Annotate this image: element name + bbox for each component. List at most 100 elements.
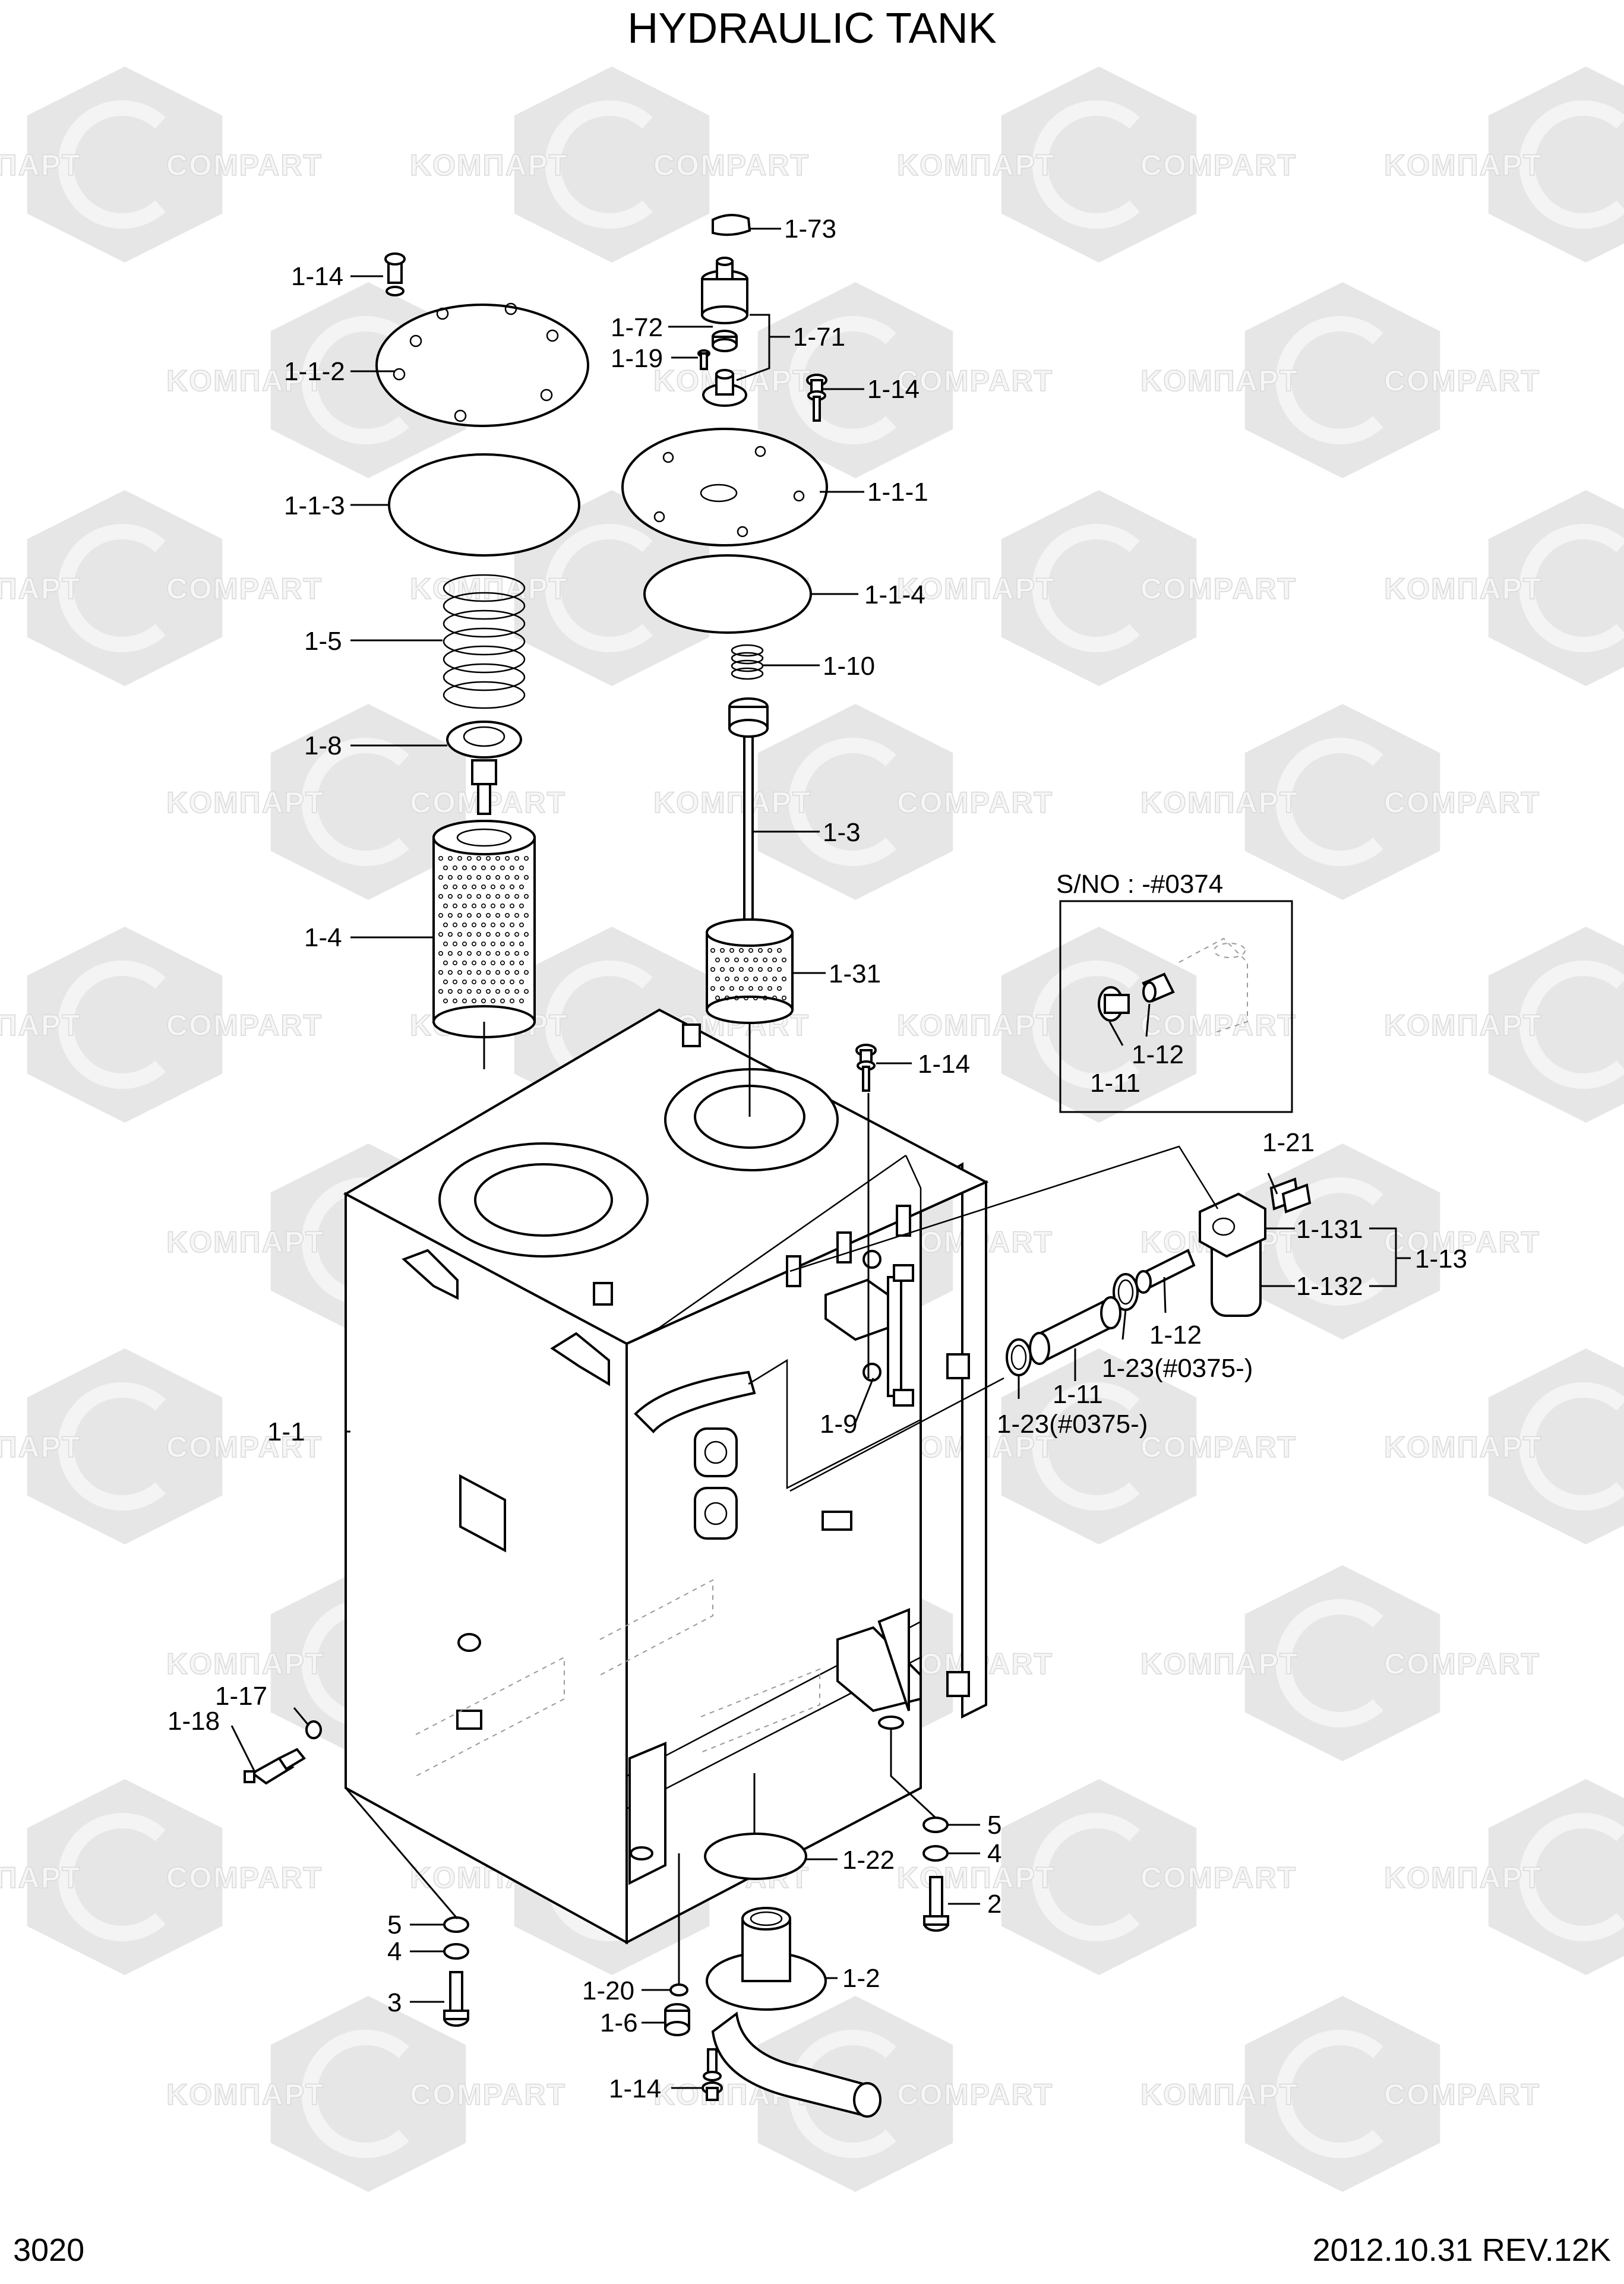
svg-text:KOMПAPT: KOMПAPT (1140, 786, 1299, 819)
bolt-1-14-bottom (702, 2048, 723, 2101)
bolt-1-14-top-left (384, 252, 406, 296)
svg-text:COMPART: COMPART (166, 149, 323, 182)
callout-1-10: 1-10 (823, 652, 875, 681)
cover-1-1-2 (375, 302, 589, 427)
o-ring-1-1-3 (388, 453, 580, 557)
svg-text:COMPART: COMPART (1140, 572, 1297, 605)
svg-text:COMPART: COMPART (1140, 149, 1297, 182)
callout-4-left: 4 (387, 1937, 402, 1966)
callout-2: 2 (987, 1890, 1001, 1919)
callout-1-1-3: 1-1-3 (284, 491, 345, 520)
svg-text:KOMПAPT: KOMПAPT (1140, 1647, 1299, 1680)
o-ring-1-20 (669, 1983, 688, 1996)
svg-text:KOMПAPT: KOMПAPT (166, 1225, 325, 1259)
callout-1-2: 1-2 (842, 1964, 880, 1993)
svg-text:KOMПAPT: KOMПAPT (1140, 364, 1299, 397)
hose-1-11 (1029, 1296, 1121, 1365)
adapter-1-72 (712, 330, 738, 352)
svg-text:COMPART: COMPART (897, 364, 1053, 397)
callout-4-right: 4 (987, 1839, 1001, 1868)
callout-1-132: 1-132 (1296, 1272, 1363, 1301)
callout-1-4: 1-4 (304, 923, 342, 952)
svg-text:KOMПAPT: KOMПAPT (166, 786, 325, 819)
callout-1-12-a: 1-12 (1132, 1040, 1184, 1069)
svg-text:COMPART: COMPART (1140, 1009, 1297, 1042)
washer-4-right (922, 1845, 949, 1862)
callout-5-right: 5 (987, 1811, 1001, 1840)
callout-1-131: 1-131 (1296, 1215, 1363, 1244)
bypass-valve-1-8 (446, 721, 522, 815)
washer-4-left (443, 1943, 469, 1960)
callout-1-19: 1-19 (611, 344, 663, 373)
inset-hose-clamp (1098, 986, 1130, 1022)
connector-1-21 (1269, 1177, 1312, 1214)
callout-1-71: 1-71 (793, 323, 845, 352)
sensor-1-18 (244, 1748, 306, 1785)
svg-text:COMPART: COMPART (166, 1009, 323, 1042)
svg-text:COMPART: COMPART (1384, 786, 1540, 819)
callout-1-13: 1-13 (1415, 1244, 1467, 1274)
svg-text:COMPART: COMPART (1384, 364, 1540, 397)
breather-base (702, 369, 747, 407)
svg-text:COMPART: COMPART (410, 2078, 566, 2111)
leader-lines (230, 228, 1411, 2089)
o-ring-1-22 (704, 1833, 807, 1880)
cover-1-1-1 (621, 428, 828, 546)
svg-text:KOMПAPT: KOMПAPT (1384, 149, 1543, 182)
callout-1-6: 1-6 (600, 2008, 638, 2037)
callout-1-14-b: 1-14 (867, 375, 920, 404)
bolt-3 (443, 1971, 469, 2027)
tank-body-1-1 (343, 1008, 989, 1945)
callout-1-23-b: 1-23(#0375-) (997, 1410, 1148, 1439)
svg-text:KOMПAPT: KOMПAPT (653, 786, 812, 819)
o-ring-1-1-4 (643, 554, 812, 634)
svg-text:COMPART: COMPART (897, 786, 1053, 819)
callout-1-1-4: 1-1-4 (864, 580, 925, 609)
svg-text:KOMПAPT: KOMПAPT (166, 364, 325, 397)
bolt-1-14-gauge (855, 1044, 877, 1092)
callout-1-12-b: 1-12 (1149, 1321, 1202, 1350)
inset-sno-0374 (1059, 900, 1293, 1113)
connector-1-12 (1135, 1249, 1196, 1294)
date-revision: 2012.10.31 REV.12K (1313, 2232, 1611, 2268)
svg-text:KOMПAPT: KOMПAPT (1384, 1009, 1543, 1042)
callout-1-11-a: 1-11 (1090, 1069, 1140, 1098)
spring-1-10 (731, 644, 764, 680)
svg-text:KOMПAPT: KOMПAPT (0, 1430, 81, 1464)
callout-1-8: 1-8 (304, 731, 342, 760)
callout-1-31: 1-31 (829, 959, 881, 988)
svg-text:COMPART: COMPART (1140, 1430, 1297, 1464)
return-filter-1-4 (432, 820, 536, 1038)
callout-1-9: 1-9 (820, 1410, 858, 1439)
level-gauge-1-9 (824, 1250, 914, 1407)
svg-text:KOMПAPT: KOMПAPT (0, 149, 81, 182)
callout-1-14: 1-14 (291, 262, 343, 291)
svg-text:KOMПAPT: KOMПAPT (1140, 2078, 1299, 2111)
clamp-1-23-left (1006, 1338, 1032, 1376)
callout-1-11-b: 1-11 (1053, 1380, 1103, 1409)
callout-1-1-2: 1-1-2 (284, 357, 345, 386)
inset-title: S/NO : -#0374 (1056, 870, 1223, 899)
suction-strainer-1-31 (706, 918, 794, 1024)
svg-text:KOMПAPT: KOMПAPT (1384, 1430, 1543, 1464)
svg-text:KOMПAPT: KOMПAPT (0, 572, 81, 605)
svg-text:KOMПAPT: KOMПAPT (166, 2078, 325, 2111)
svg-text:COMPART: COMPART (1384, 2078, 1540, 2111)
bolt-1-14-top-center (806, 374, 827, 422)
o-ring-1-17 (305, 1720, 322, 1739)
svg-text:COMPART: COMPART (1140, 1861, 1297, 1894)
svg-text:COMPART: COMPART (1384, 1647, 1540, 1680)
svg-text:KOMПAPT: KOMПAPT (1384, 572, 1543, 605)
svg-text:COMPART: COMPART (166, 572, 323, 605)
callout-1-18: 1-18 (168, 1707, 220, 1736)
plug-1-6 (664, 2003, 690, 2036)
callout-1-20: 1-20 (582, 1976, 634, 2005)
svg-text:COMPART: COMPART (1384, 1225, 1540, 1259)
callout-1-22: 1-22 (842, 1846, 895, 1875)
svg-text:KOMПAPT: KOMПAPT (0, 1861, 81, 1894)
svg-text:COMPART: COMPART (897, 2078, 1053, 2111)
suction-pipe-1-2 (706, 1907, 881, 2118)
callout-labels: 1-14 1-1-2 1-1-3 1-5 1-8 1-4 1-73 1-72 1… (168, 214, 1467, 2103)
callout-1-73: 1-73 (784, 214, 836, 244)
